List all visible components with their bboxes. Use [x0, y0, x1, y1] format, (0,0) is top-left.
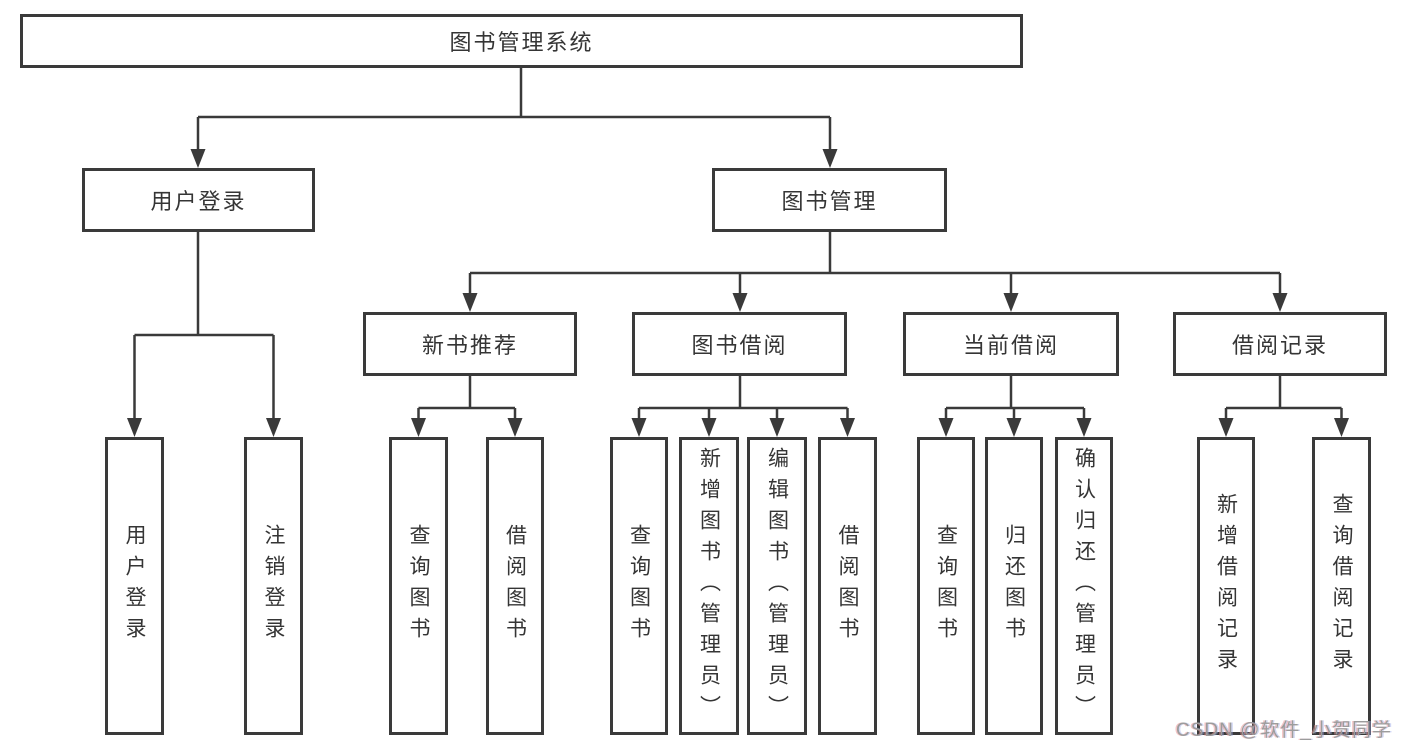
edge-records-children	[1224, 376, 1343, 421]
leaf-query-books-recommend: 查询图书	[389, 437, 448, 735]
leaf-add-borrow-record: 新增借阅记录	[1197, 437, 1255, 735]
leaf-add-books-admin: 新增图书（管理员）	[679, 437, 739, 735]
csdn-watermark: CSDN @软件_小贺同学	[1176, 720, 1392, 741]
leaf-borrow-books-borrowing: 借阅图书	[818, 437, 877, 735]
leaf-borrow-books-recommend: 借阅图书	[486, 437, 544, 735]
edge-userlogin-children	[133, 232, 275, 421]
leaf-user-login: 用户登录	[105, 437, 164, 735]
node-new-book-recommend: 新书推荐	[363, 312, 577, 376]
leaf-return-books: 归还图书	[985, 437, 1043, 735]
node-current-borrowing: 当前借阅	[903, 312, 1119, 376]
leaf-logout: 注销登录	[244, 437, 303, 735]
leaf-edit-books-admin: 编辑图书（管理员）	[747, 437, 807, 735]
leaf-query-books-borrowing: 查询图书	[610, 437, 668, 735]
node-book-borrowing: 图书借阅	[632, 312, 847, 376]
node-user-login: 用户登录	[82, 168, 315, 232]
arrowheads	[127, 149, 1349, 437]
leaf-confirm-return-admin: 确认归还（管理员）	[1055, 437, 1113, 735]
node-book-management: 图书管理	[712, 168, 947, 232]
edge-bookborrow-children	[637, 376, 849, 421]
edge-bookmgmt-to-level3	[468, 232, 1282, 296]
leaf-query-books-current: 查询图书	[917, 437, 975, 735]
edge-root-to-level2	[196, 68, 832, 152]
node-borrowing-records: 借阅记录	[1173, 312, 1387, 376]
edge-newbook-children	[417, 376, 517, 421]
node-library-system: 图书管理系统	[20, 14, 1023, 68]
edge-currentborrow-children	[944, 376, 1086, 421]
leaf-query-borrow-record: 查询借阅记录	[1312, 437, 1371, 735]
